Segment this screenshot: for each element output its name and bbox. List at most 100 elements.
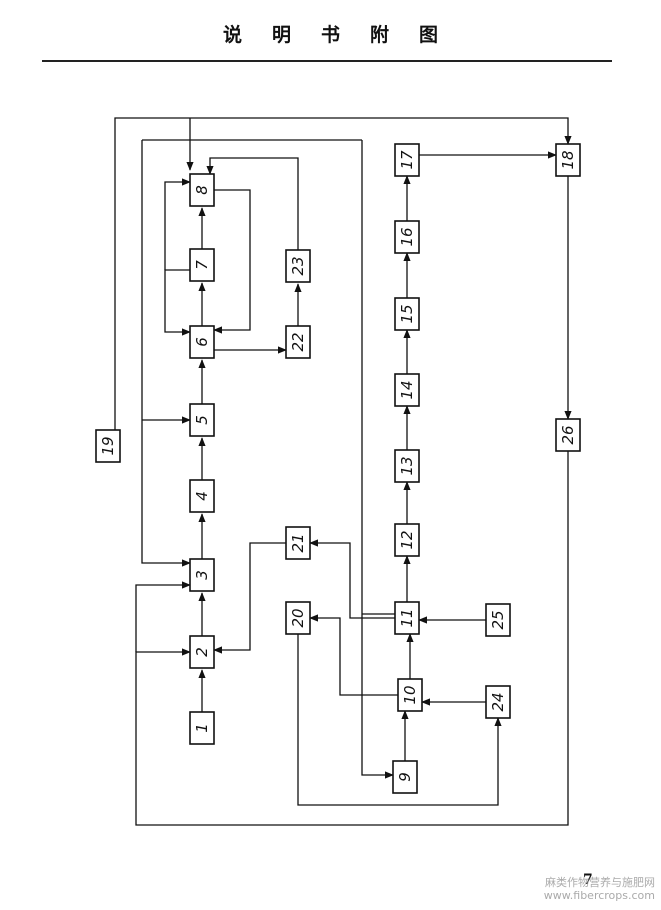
watermark: 麻类作物营养与施肥网 www.fibercrops.com [500, 876, 655, 902]
connector-e-21-2 [213, 542, 286, 654]
block-5: 5 [189, 403, 215, 437]
block-19-frame [95, 429, 121, 463]
block-16-label: 16 [398, 227, 416, 246]
block-10-frame [397, 678, 423, 712]
block-24: 24 [485, 685, 511, 719]
block-25-frame [485, 603, 511, 637]
block-12-frame [394, 523, 420, 557]
block-3: 3 [189, 558, 215, 592]
block-5-label: 5 [193, 415, 211, 425]
block-15-frame [394, 297, 420, 331]
connector-e-11-21 [309, 539, 395, 619]
block-13: 13 [394, 449, 420, 483]
block-21: 21 [285, 526, 311, 560]
block-9-frame [392, 760, 418, 794]
page-number: 7 [583, 872, 593, 888]
block-5-frame [189, 403, 215, 437]
block-26-label: 26 [559, 425, 577, 444]
block-15-label: 15 [398, 304, 416, 323]
block-17-frame [394, 143, 420, 177]
block-7-frame [189, 248, 215, 282]
block-18: 18 [555, 143, 581, 177]
block-23-label: 23 [289, 256, 307, 275]
block-3-frame [189, 558, 215, 592]
block-25-label: 25 [489, 610, 507, 629]
block-24-label: 24 [489, 692, 507, 711]
block-10: 10 [397, 678, 423, 712]
block-19-label: 19 [99, 436, 117, 455]
block-15: 15 [394, 297, 420, 331]
block-26-frame [555, 418, 581, 452]
block-14-label: 14 [398, 380, 416, 399]
block-7-label: 7 [193, 260, 211, 270]
block-6-frame [189, 325, 215, 359]
page-title: 说明书附图 [222, 24, 468, 46]
watermark-line-2: www.fibercrops.com [543, 889, 655, 902]
block-7: 7 [189, 248, 215, 282]
block-19: 19 [95, 429, 121, 463]
block-17: 17 [394, 143, 420, 177]
block-20-frame [285, 601, 311, 635]
block-6-label: 6 [193, 337, 211, 347]
block-14-frame [394, 373, 420, 407]
block-13-frame [394, 449, 420, 483]
block-8-label: 8 [193, 185, 211, 195]
block-2-frame [189, 635, 215, 669]
block-22: 22 [285, 325, 311, 359]
connector-e-left-bus2 [164, 178, 191, 270]
block-4-frame [189, 479, 215, 513]
block-4-label: 4 [193, 491, 211, 501]
block-1-frame [189, 711, 215, 745]
block-21-frame [285, 526, 311, 560]
connector-e-10-9 [361, 700, 394, 779]
block-10-label: 10 [401, 685, 419, 704]
block-25: 25 [485, 603, 511, 637]
connector-e-8-6 [213, 189, 251, 334]
block-4: 4 [189, 479, 215, 513]
block-8: 8 [189, 173, 215, 207]
block-20-label: 20 [289, 608, 307, 627]
block-14: 14 [394, 373, 420, 407]
connector-e-20-24 [297, 634, 502, 806]
block-16: 16 [394, 220, 420, 254]
connector-lines [114, 117, 572, 826]
connector-e-23-8 [206, 157, 299, 250]
connector-e-19-18 [114, 117, 572, 430]
watermark-line-1: 麻类作物营养与施肥网 [545, 876, 655, 889]
block-17-label: 17 [398, 150, 416, 170]
connector-e-bottom-3 [135, 581, 191, 652]
block-16-frame [394, 220, 420, 254]
block-12: 12 [394, 523, 420, 557]
block-1: 1 [189, 711, 215, 745]
block-22-label: 22 [289, 332, 307, 351]
block-12-label: 12 [398, 530, 416, 549]
block-11-frame [394, 601, 420, 635]
block-11-label: 11 [398, 608, 416, 627]
block-11: 11 [394, 601, 420, 635]
block-13-label: 13 [398, 456, 416, 475]
block-18-label: 18 [559, 150, 577, 169]
block-24-frame [485, 685, 511, 719]
connector-e-left-bus [164, 269, 191, 336]
block-23-frame [285, 249, 311, 283]
block-21-label: 21 [289, 533, 307, 552]
block-9-label: 9 [396, 772, 414, 782]
block-8-frame [189, 173, 215, 207]
block-23: 23 [285, 249, 311, 283]
block-26: 26 [555, 418, 581, 452]
connector-e-bus-3 [141, 140, 191, 567]
block-9: 9 [392, 760, 418, 794]
block-1-label: 1 [193, 723, 211, 733]
block-20: 20 [285, 601, 311, 635]
connector-e-10-20 [309, 614, 398, 696]
block-2-label: 2 [193, 647, 211, 657]
header-rule [42, 60, 612, 62]
block-6: 6 [189, 325, 215, 359]
block-22-frame [285, 325, 311, 359]
block-3-label: 3 [193, 570, 211, 580]
block-2: 2 [189, 635, 215, 669]
connector-e-26-bottom [135, 451, 569, 826]
